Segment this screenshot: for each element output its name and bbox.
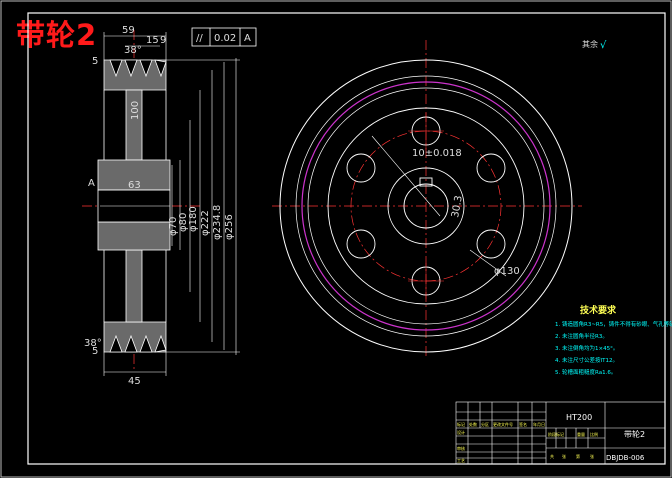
web-upper: [125, 89, 143, 161]
material: HT200: [566, 413, 592, 422]
diameter-labels: φ70 φ80 φ180 φ222 φ234.8 φ256 100: [130, 101, 235, 240]
dim-offset-top: 5: [92, 56, 98, 67]
technical-notes: 技术要求 1. 铸造圆角R3~R5，铸件不得有砂眼、气孔等缺陷。 2. 未注圆角…: [555, 304, 672, 376]
note-item-2: 2. 未注圆角半径R3。: [555, 332, 608, 340]
roughness-symbol: √: [600, 40, 607, 51]
title-block-text: HT200 带轮2 DBJDB-006 标记 设计 审核 工艺 处数 分区 更改…: [457, 413, 645, 463]
dim-d3: φ222: [200, 210, 211, 236]
dim-groove-angle-top: 38°: [124, 45, 142, 56]
dim-keyway: 10±0.018: [412, 148, 462, 159]
sheet-number-label: 第: [576, 453, 580, 459]
rim-circle-3: [307, 87, 545, 325]
dim-d1: φ80: [178, 213, 189, 232]
web-hole-5: [346, 229, 376, 259]
rim-circle-2: [295, 75, 557, 337]
part-name: 带轮2: [624, 429, 645, 439]
header-date: 年月日: [533, 421, 545, 427]
hub-lower: [97, 221, 171, 251]
groove-top-2: [124, 59, 138, 78]
dim-d4: φ234.8: [212, 205, 223, 240]
web-hole-6: [346, 153, 376, 183]
row-label-process: 工艺: [457, 458, 465, 463]
note-item-4: 4. 未注尺寸公差按IT12。: [555, 356, 618, 364]
groove-top-4: [154, 59, 167, 78]
header-change-doc: 更改文件号: [493, 421, 513, 427]
dim-hub-length: 63: [128, 180, 141, 191]
keyway: [419, 177, 433, 187]
section-view: 59 15 9 38° 38° 63 45 5 5 A φ70 φ80 φ180…: [82, 25, 240, 387]
notes-heading: 技术要求: [580, 304, 617, 316]
sheet-unit-label-2: 张: [590, 453, 594, 459]
hub-circle: [387, 167, 465, 245]
header-zone: 分区: [481, 421, 489, 427]
header-count: 处数: [469, 421, 477, 427]
pitch-circle: [301, 81, 551, 331]
groove-top-3: [139, 59, 153, 78]
header-sign: 签名: [519, 421, 527, 427]
row-label-mark: 标记: [457, 421, 465, 427]
tolerance-datum: A: [244, 33, 251, 44]
web-hole-3: [476, 229, 506, 259]
rim-outer-circle: [279, 59, 573, 353]
web-hole-2: [476, 153, 506, 183]
dim-d2: φ180: [188, 206, 199, 232]
stage-mark-label: 阶段标记: [548, 431, 564, 437]
tolerance-value: 0.02: [214, 33, 236, 44]
row-label-review: 审核: [457, 445, 465, 451]
weight-label: 重量: [577, 431, 585, 437]
dim-key-depth: 30.3: [450, 195, 465, 219]
drawing-title: 带轮2: [16, 18, 98, 52]
sheet-total-label: 共: [550, 453, 554, 459]
dim-10: 100: [130, 101, 141, 120]
bore-circle: [403, 183, 449, 229]
datum-label-section: A: [88, 178, 95, 189]
groove-bottom-4: [154, 334, 167, 353]
leader-bolt-circle: [469, 249, 507, 277]
row-label-design: 设计: [457, 429, 465, 435]
groove-bottom-1: [109, 334, 123, 353]
title-block: [455, 401, 666, 465]
dim-groove-width: 9: [160, 35, 166, 46]
dim-groove-angle-bottom: 38°: [84, 338, 102, 349]
dim-d5: φ256: [224, 214, 235, 240]
groove-top-1: [109, 59, 123, 78]
web-lower: [125, 249, 143, 323]
roughness-note: 其余 √: [582, 39, 607, 51]
leader-keyway: [371, 135, 441, 217]
note-item-5: 5. 轮槽面粗糙度Ra1.6。: [555, 368, 616, 376]
scale-label: 比例: [590, 431, 598, 437]
inner-border: [27, 12, 666, 465]
hub-upper: [97, 159, 171, 191]
groove-bottom-2: [124, 334, 138, 353]
dim-groove-pitch: 15: [146, 35, 159, 46]
dim-base-width: 45: [128, 376, 141, 387]
dim-offset-bottom: 5: [92, 346, 98, 357]
front-view: 10±0.018 30.3 φ130: [272, 40, 582, 356]
drawing-number: DBJDB-006: [606, 454, 645, 462]
sheet-unit-label-1: 张: [562, 453, 566, 459]
roughness-note-text: 其余: [582, 39, 598, 49]
groove-bottom-3: [139, 334, 153, 353]
web-outer-circle: [327, 107, 525, 305]
tolerance-frame: // 0.02 A: [191, 27, 257, 47]
dim-overall-width: 59: [122, 25, 135, 36]
note-item-3: 3. 未注倒角均为1×45°。: [555, 344, 618, 352]
note-item-1: 1. 铸造圆角R3~R5，铸件不得有砂眼、气孔等缺陷。: [555, 320, 672, 328]
dim-bolt-circle: φ130: [494, 266, 520, 277]
dim-hub: φ70: [168, 217, 179, 236]
tolerance-symbol: //: [196, 33, 203, 44]
